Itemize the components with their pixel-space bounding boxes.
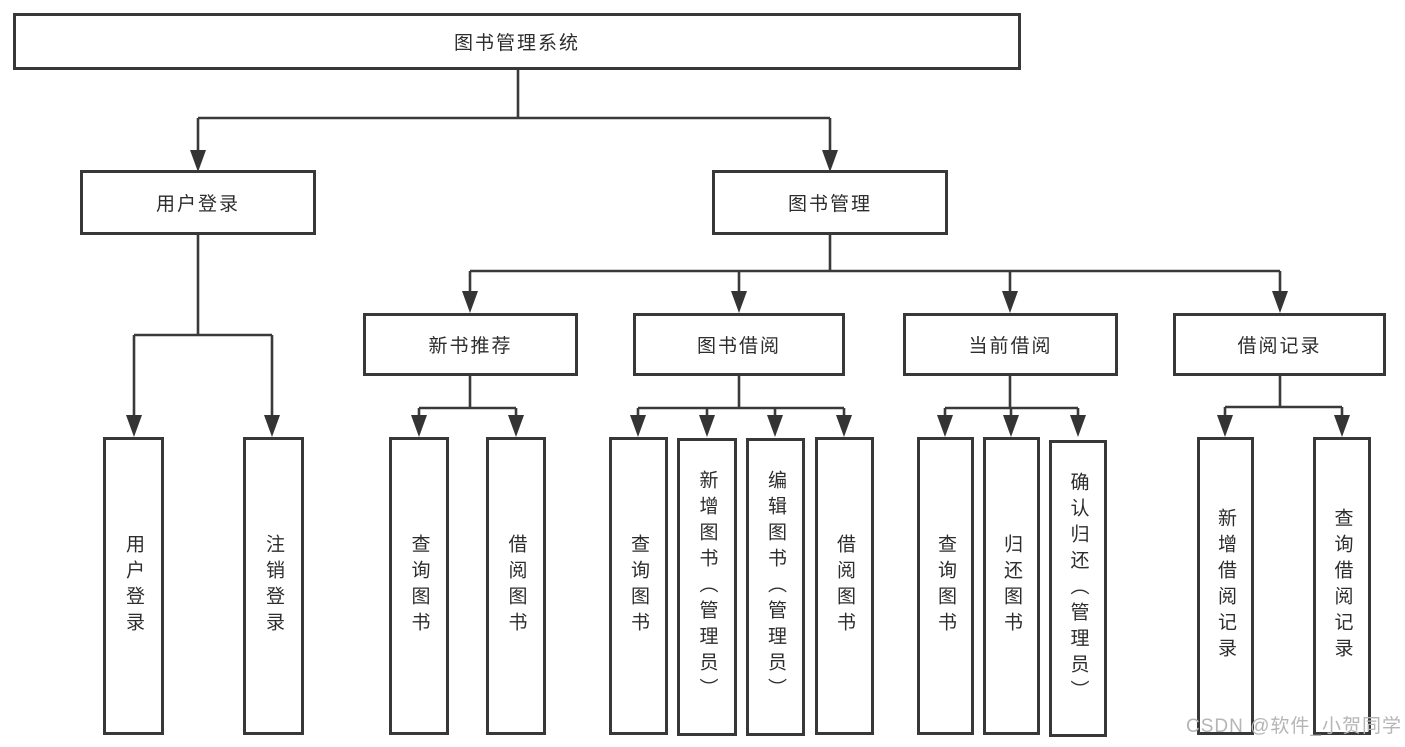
leaf-add-borrow-record: 新增借阅记录 xyxy=(1197,437,1254,735)
connector-book-borrow-children xyxy=(630,375,852,437)
leaf-borrow-books-recommend: 借阅图书 xyxy=(486,437,546,735)
connector-new-book-children xyxy=(411,375,524,437)
connector-root-to-level2 xyxy=(190,70,838,172)
csdn-watermark: CSDN @软件_小贺同学 xyxy=(1186,716,1402,737)
connector-user-login-children xyxy=(126,235,280,437)
leaf-user-login: 用户登录 xyxy=(103,437,164,735)
leaf-confirm-return-admin: 确认归还（管理员） xyxy=(1049,440,1107,737)
connector-book-mgmt-children xyxy=(462,235,1288,313)
leaf-query-books-current: 查询图书 xyxy=(917,437,974,735)
leaf-add-book-admin: 新增图书（管理员） xyxy=(677,438,737,736)
leaf-query-books-recommend: 查询图书 xyxy=(389,437,449,735)
node-new-book-recommend: 新书推荐 xyxy=(363,313,578,376)
leaf-return-books: 归还图书 xyxy=(983,437,1040,735)
connector-borrow-record-children xyxy=(1217,375,1350,437)
node-user-login-branch: 用户登录 xyxy=(80,170,316,235)
leaf-query-borrow-record: 查询借阅记录 xyxy=(1313,437,1371,735)
leaf-edit-book-admin: 编辑图书（管理员） xyxy=(746,438,805,736)
node-library-management-system: 图书管理系统 xyxy=(13,13,1021,70)
leaf-borrow-books: 借阅图书 xyxy=(815,437,874,735)
node-current-borrowing: 当前借阅 xyxy=(903,313,1118,376)
node-book-management-branch: 图书管理 xyxy=(712,170,948,235)
connector-current-borrow-children xyxy=(937,375,1086,437)
node-book-borrowing: 图书借阅 xyxy=(633,313,845,376)
leaf-query-books-borrowing: 查询图书 xyxy=(609,437,668,735)
node-borrowing-records: 借阅记录 xyxy=(1173,313,1386,376)
leaf-logout: 注销登录 xyxy=(243,437,304,735)
